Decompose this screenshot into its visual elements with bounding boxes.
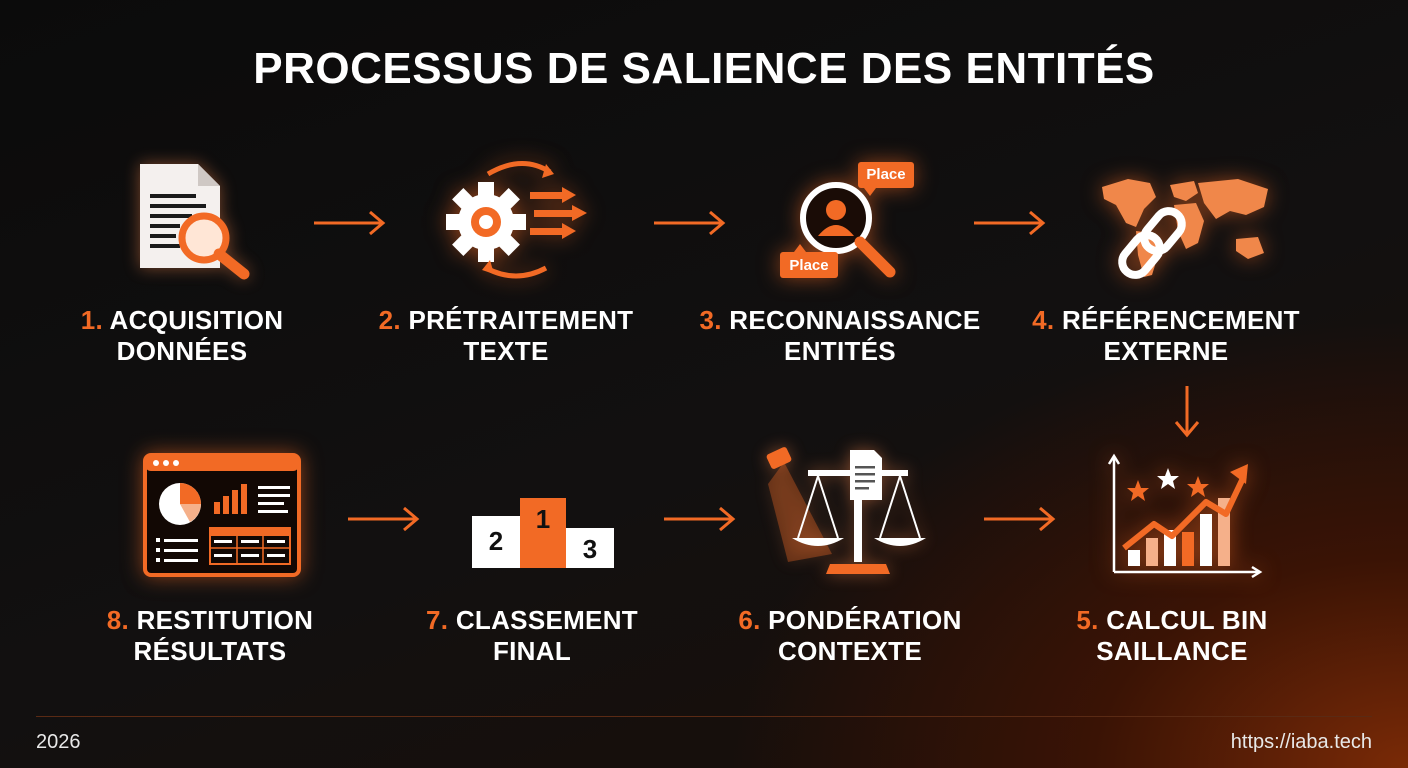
arrow-7-6 (664, 506, 736, 532)
footer-divider (36, 716, 1372, 717)
place-tag-top: Place (866, 166, 906, 183)
arrow-1-2 (314, 210, 386, 236)
arrow-8-7 (348, 506, 420, 532)
podium-icon: 2 1 3 (470, 496, 618, 572)
footer-year: 2026 (36, 731, 81, 753)
footer-url[interactable]: https://iaba.tech (1230, 731, 1372, 753)
arrow-6-5 (984, 506, 1056, 532)
arrow-3-4 (974, 210, 1046, 236)
podium-first: 1 (535, 504, 551, 534)
document-search-icon (132, 160, 262, 285)
arrow-2-3 (654, 210, 726, 236)
gear-arrows-icon (442, 150, 602, 285)
arrow-4-5 (1174, 386, 1200, 438)
growth-chart-icon (1106, 450, 1266, 580)
balance-scale-icon (762, 444, 932, 578)
place-tag-bottom: Place (789, 257, 829, 274)
podium-third: 3 (582, 534, 598, 564)
dashboard-icon (142, 452, 302, 578)
page-title: PROCESSUS DE SALIENCE DES ENTITÉS (253, 44, 1155, 93)
world-map-link-icon (1098, 175, 1273, 285)
entity-search-icon: Place Place (778, 160, 923, 285)
podium-second: 2 (488, 526, 504, 556)
